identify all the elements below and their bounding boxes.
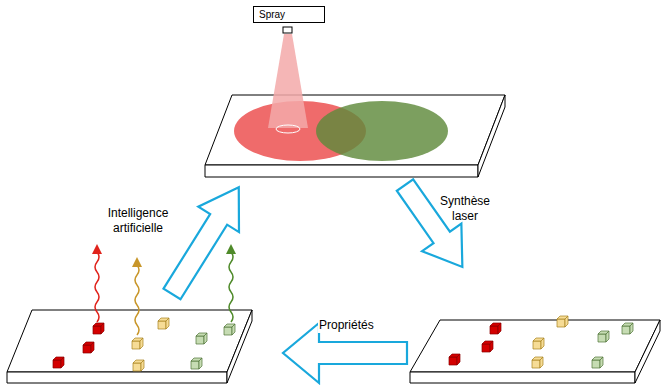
substrate-plate	[205, 95, 505, 177]
step-label: Synthèse laser	[430, 194, 500, 224]
device-label: Spray	[259, 9, 319, 20]
spray-beam	[268, 34, 308, 128]
red-particles	[53, 323, 501, 368]
substrate-plate	[410, 320, 660, 383]
step-label: Propriétés	[318, 318, 375, 333]
process-arrow	[152, 171, 482, 383]
device-box: Spray	[253, 6, 325, 23]
laser-spot	[276, 125, 300, 133]
green-particles	[191, 323, 633, 369]
step-label: Intelligence artificielle	[93, 206, 183, 236]
green-spot	[316, 101, 448, 161]
substrate-plate	[7, 310, 252, 383]
nozzle	[283, 27, 292, 33]
